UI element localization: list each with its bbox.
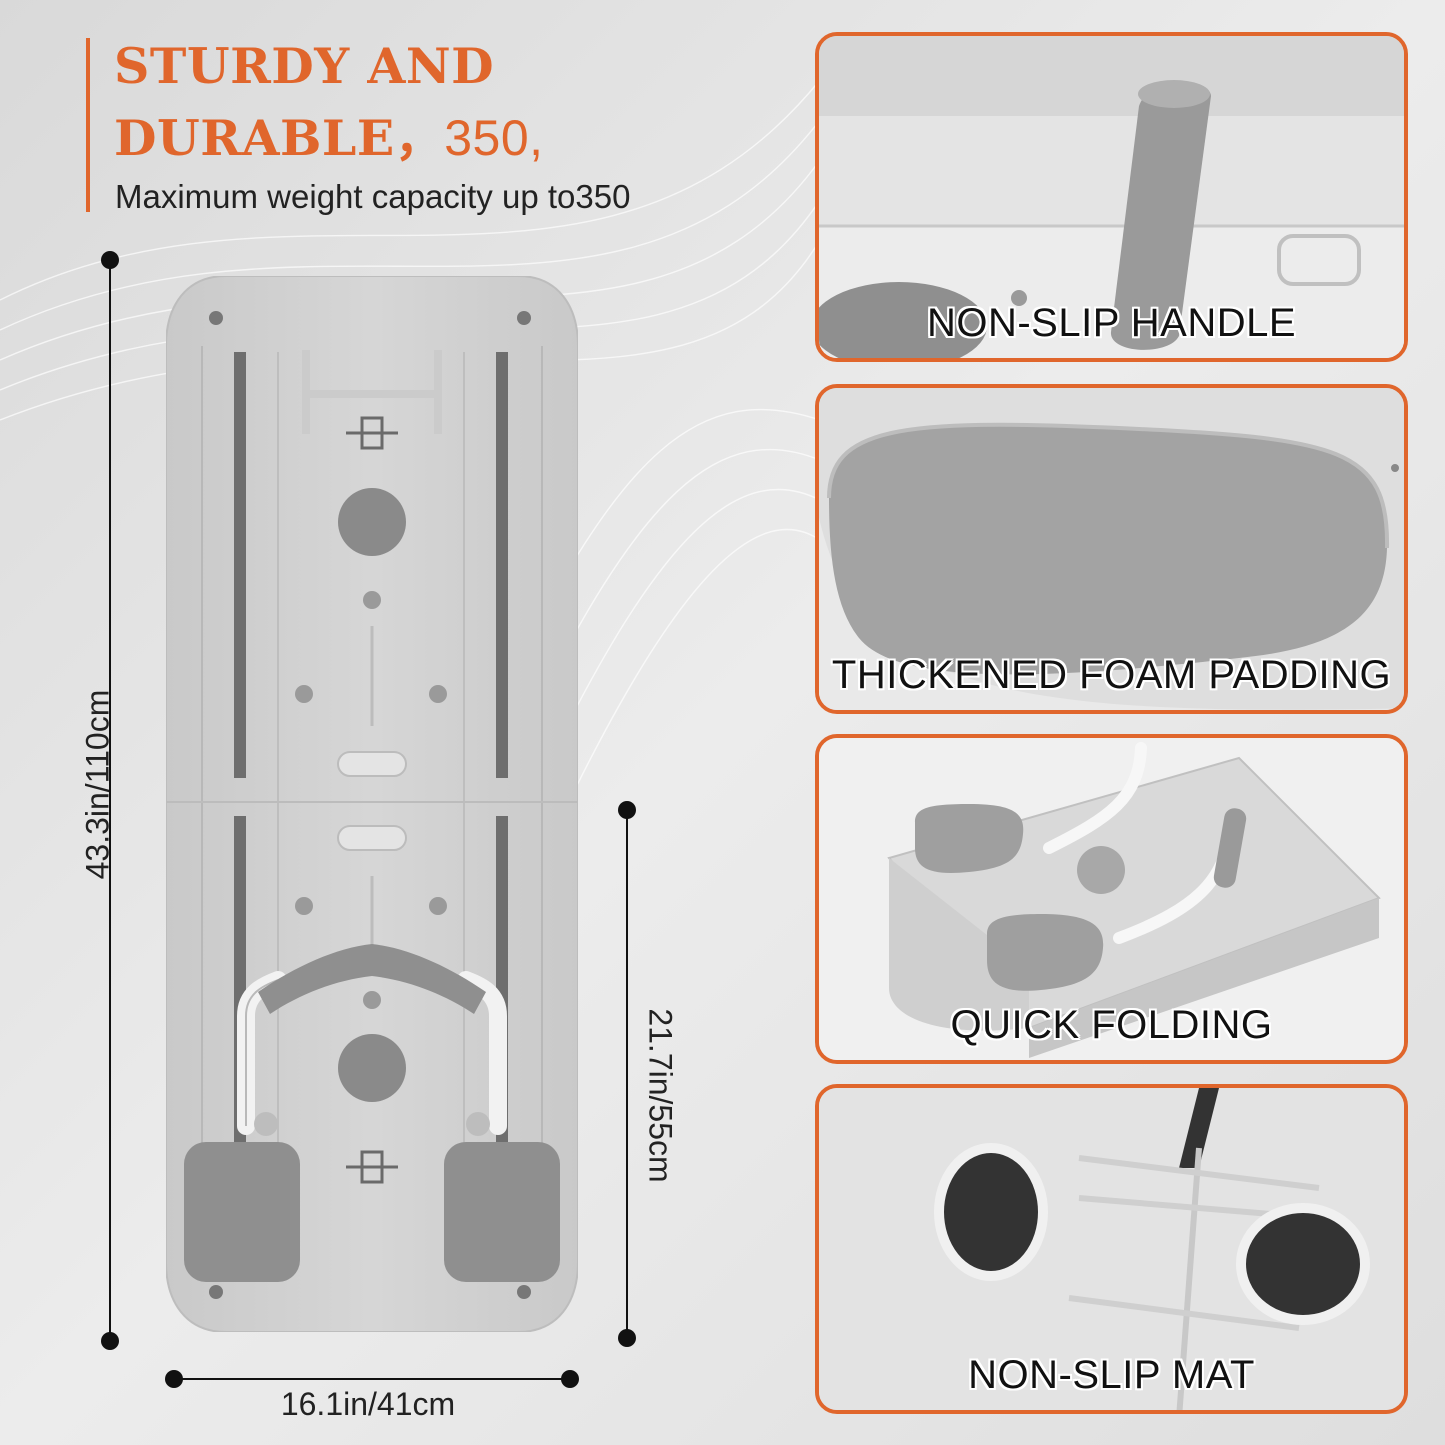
folded-dim-line [626, 810, 628, 1338]
feature-label-handle: NON-SLIP HANDLE [926, 301, 1297, 345]
headline: STURDY AND DURABLE，350, [114, 30, 774, 174]
width-dim-label: 16.1in/41cm [280, 1386, 456, 1422]
feature-label-foam: THICKENED FOAM PADDING [831, 653, 1392, 697]
headline-separator: ， [394, 109, 445, 167]
folded-dim-bottom-dot [618, 1329, 636, 1347]
feature-panel-handle: NON-SLIP HANDLE [815, 32, 1408, 362]
feature-panel-folding: QUICK FOLDING [815, 734, 1408, 1064]
weight-capacity-text: Maximum weight capacity up to350 [115, 178, 631, 215]
feature-label-folding: QUICK FOLDING [950, 1003, 1273, 1047]
feature-panel-foam: THICKENED FOAM PADDING [815, 384, 1408, 714]
board-illustration [166, 276, 578, 1332]
headline-line-1: STURDY AND [114, 37, 495, 95]
height-dim-bottom-dot [101, 1332, 119, 1350]
feature-panel-mat: NON-SLIP MAT [815, 1084, 1408, 1414]
feature-label-mat: NON-SLIP MAT [968, 1353, 1255, 1397]
width-dim-right-dot [561, 1370, 579, 1388]
headline-capacity-number: 350, [444, 110, 544, 166]
width-dim-line [174, 1378, 570, 1380]
height-dim-line [109, 260, 111, 1341]
headline-line-2: DURABLE，350, [114, 102, 774, 174]
headline-durable: DURABLE [114, 109, 395, 167]
height-dim-label: 43.3in/110cm [79, 689, 116, 880]
headline-accent-bar [86, 38, 90, 212]
folding-photo [819, 738, 1404, 1060]
foam-pad-photo [819, 388, 1404, 710]
mat-photo [819, 1088, 1404, 1410]
handle-photo [819, 36, 1404, 358]
folded-dim-label: 21.7in/55cm [642, 1008, 679, 1183]
